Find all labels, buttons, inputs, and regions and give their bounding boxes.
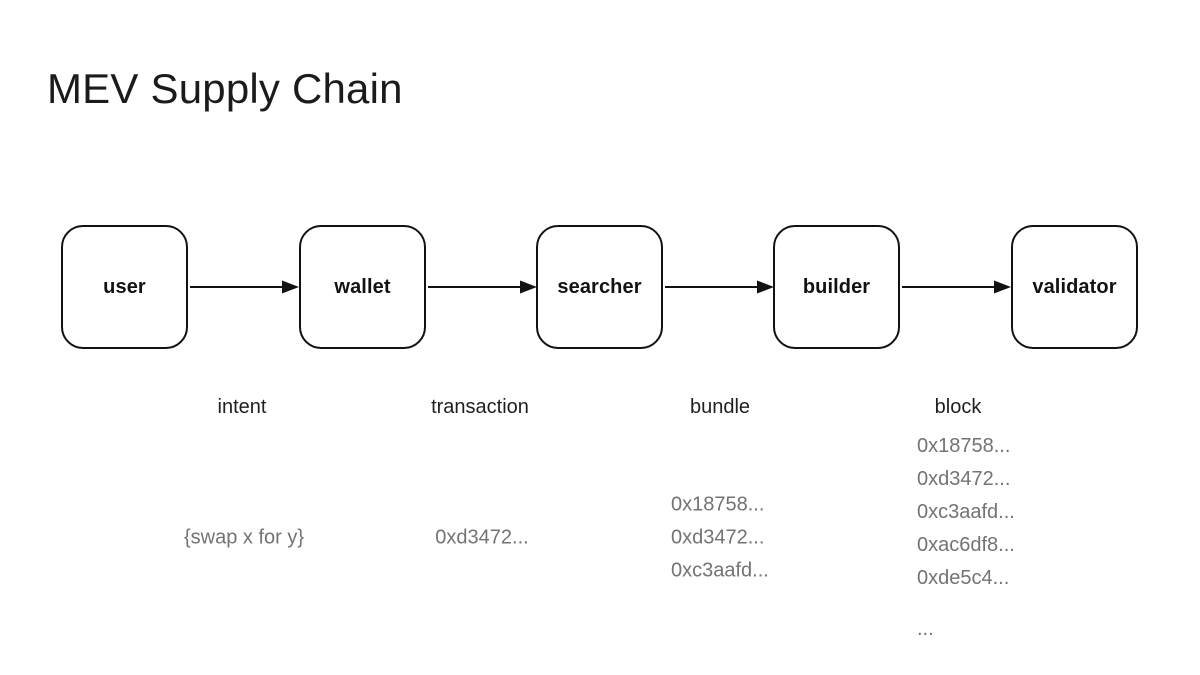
- payload-block-item: 0x18758...: [917, 435, 1011, 457]
- payload-block-item: 0xde5c4...: [917, 567, 1010, 589]
- node-searcher-label: searcher: [557, 275, 642, 298]
- edge-label-intent: intent: [217, 396, 267, 418]
- node-validator[interactable]: validator: [1011, 225, 1138, 349]
- page-title: MEV Supply Chain: [47, 65, 403, 112]
- payload-block-item: 0xac6df8...: [917, 534, 1015, 556]
- payload-intent: {swap x for y}: [183, 526, 305, 549]
- payload-block-overflow: ...: [917, 618, 934, 640]
- payload-transaction: 0xd3472...: [435, 526, 529, 549]
- payload-bundle: 0x18758... 0xd3472... 0xc3aafd...: [671, 489, 769, 588]
- payload-block-item: 0xd3472...: [917, 468, 1011, 490]
- arrow-user-to-wallet: [190, 279, 300, 295]
- edge-label-transaction: transaction: [431, 396, 529, 418]
- node-validator-label: validator: [1032, 275, 1117, 298]
- node-builder-label: builder: [802, 275, 871, 298]
- arrow-searcher-to-builder: [665, 279, 775, 295]
- payload-block: 0x18758... 0xd3472... 0xc3aafd... 0xac6d…: [917, 430, 1015, 646]
- edge-label-bundle: bundle: [689, 396, 751, 418]
- edge-label-block: block: [934, 396, 982, 418]
- node-wallet[interactable]: wallet: [299, 225, 426, 349]
- payload-bundle-item: 0xc3aafd...: [671, 559, 769, 582]
- node-user-label: user: [103, 275, 146, 298]
- flow-row: user wallet searcher: [0, 225, 1200, 349]
- node-user[interactable]: user: [61, 225, 188, 349]
- arrow-builder-to-validator: [902, 279, 1012, 295]
- node-wallet-label: wallet: [334, 275, 391, 298]
- payload-block-item: 0xc3aafd...: [917, 501, 1015, 523]
- payload-bundle-item: 0xd3472...: [671, 526, 765, 549]
- node-searcher[interactable]: searcher: [536, 225, 663, 349]
- node-builder[interactable]: builder: [773, 225, 900, 349]
- arrow-wallet-to-searcher: [428, 279, 538, 295]
- payload-bundle-item: 0x18758...: [671, 493, 765, 516]
